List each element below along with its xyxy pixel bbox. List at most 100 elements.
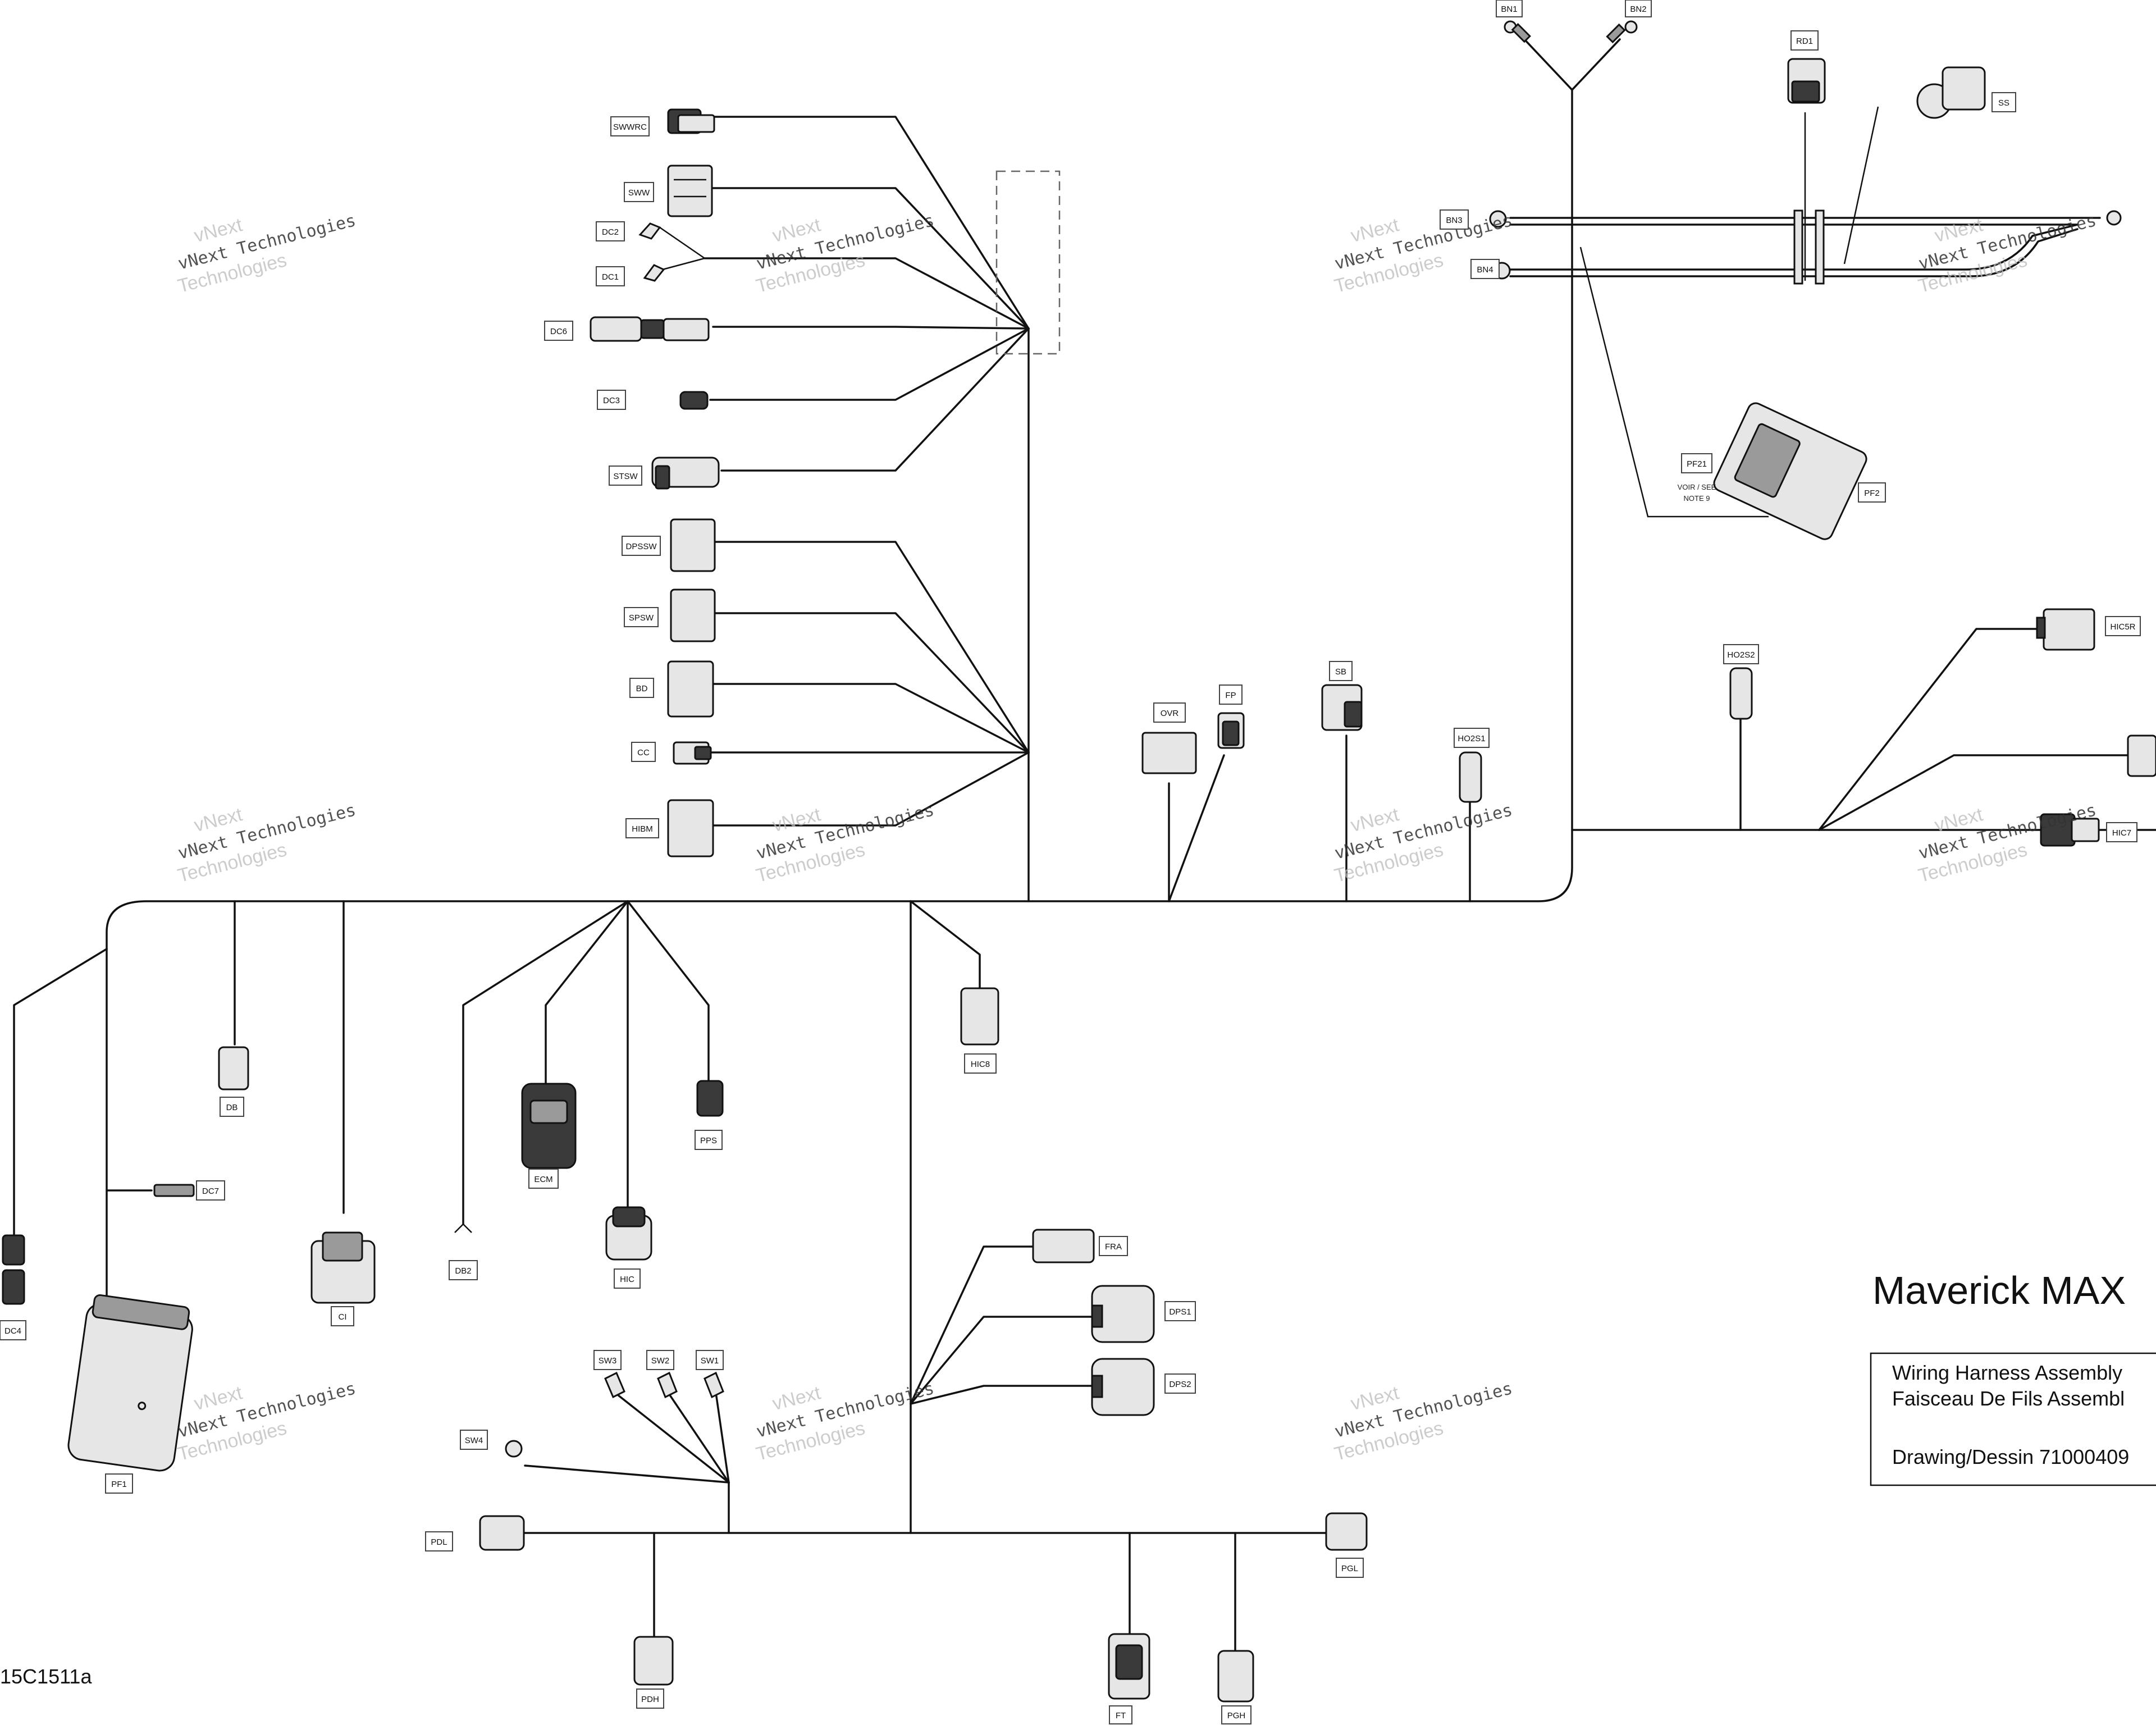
svg-text:HIC8: HIC8	[971, 1060, 990, 1069]
label-dc7: DC7	[196, 1180, 225, 1201]
label-db2: DB2	[449, 1260, 478, 1280]
fra-branch	[910, 1245, 1037, 1405]
title-block-line-2: Faisceau De Fils Assembl	[1892, 1387, 2125, 1410]
bn1-ring-terminal-icon	[1504, 20, 1531, 43]
bn3-far-ring-terminal-icon	[2106, 210, 2122, 226]
diagram-title: Maverick MAX	[1872, 1268, 2126, 1312]
right-edge-connector-icon	[2127, 734, 2156, 777]
svg-text:SW4: SW4	[465, 1436, 483, 1445]
watermark-5: vNext vNext Technologies Technologies	[176, 800, 358, 887]
ho2s2-sensor-icon	[1729, 667, 1753, 720]
svg-text:HO2S1: HO2S1	[1458, 734, 1485, 743]
dashed-guide-box	[995, 170, 1061, 355]
watermark-6: vNext vNext Technologies Technologies	[754, 800, 937, 887]
hic7-connector-icon	[2040, 813, 2100, 847]
cable-tie-1	[1793, 209, 1803, 285]
svg-text:PDL: PDL	[431, 1537, 447, 1547]
pgl-connector-icon	[1325, 1512, 1368, 1551]
label-pf2: PF2	[1858, 482, 1886, 503]
svg-text:PF21: PF21	[1687, 459, 1707, 469]
dc6-wire	[712, 326, 1030, 330]
svg-text:SW2: SW2	[651, 1356, 670, 1366]
svg-text:DC1: DC1	[602, 272, 619, 282]
ss-sensor-icon	[1916, 66, 1986, 119]
title-block-line-3: Drawing/Dessin 71000409	[1892, 1445, 2129, 1468]
bn-fork	[1523, 38, 1621, 91]
hibm-connector-icon	[667, 799, 714, 857]
label-ho2s1: HO2S1	[1454, 728, 1490, 748]
pgh-connector-icon	[1217, 1650, 1254, 1703]
svg-text:FRA: FRA	[1105, 1242, 1122, 1252]
svg-text:DC7: DC7	[202, 1186, 219, 1196]
hic5r-connector-icon	[2036, 608, 2095, 651]
label-dc4: DC4	[0, 1320, 26, 1340]
db-connector-icon	[218, 1046, 249, 1090]
label-ecm: ECM	[528, 1169, 559, 1189]
svg-text:SPSW: SPSW	[629, 613, 654, 623]
sw3-branch	[614, 1391, 730, 1484]
cable-tie-2	[1815, 209, 1825, 285]
sw1-terminal-icon	[704, 1371, 724, 1399]
label-sb: SB	[1329, 661, 1353, 681]
dpssw-wire	[712, 541, 1030, 754]
sw1-branch	[715, 1391, 730, 1484]
dc2-terminal-icon	[638, 222, 661, 240]
svg-text:SWWRC: SWWRC	[613, 122, 647, 132]
label-dc1: DC1	[596, 266, 625, 286]
sb-connector-icon	[1321, 684, 1363, 731]
dps2-connector-icon	[1091, 1358, 1155, 1416]
hic8-branch	[910, 900, 981, 989]
spsw-connector-icon	[670, 588, 716, 642]
svg-text:PF2: PF2	[1864, 489, 1880, 498]
watermark-4: vNext vNext Technologies Technologies	[1916, 211, 2099, 297]
svg-text:PGL: PGL	[1341, 1564, 1358, 1573]
sw3-terminal-icon	[604, 1371, 625, 1399]
pps-connector-icon	[696, 1080, 724, 1117]
label-ho2s2: HO2S2	[1723, 644, 1759, 664]
ci-connector-icon	[310, 1231, 376, 1304]
svg-text:SW1: SW1	[701, 1356, 719, 1366]
watermark-7: vNext vNext Technologies Technologies	[1332, 800, 1515, 887]
label-fp: FP	[1219, 684, 1243, 705]
dps2-branch	[910, 1385, 1093, 1405]
main-trunk	[106, 89, 1573, 950]
label-swwrc: SWWRC	[610, 116, 650, 136]
hic5r-branch	[1818, 628, 2045, 831]
bn4-cable	[1509, 223, 2079, 271]
fp-branch	[1168, 754, 1225, 902]
dc3-wire	[709, 327, 1030, 401]
label-sw2: SW2	[646, 1350, 674, 1370]
label-db: DB	[220, 1097, 244, 1117]
note-line-1: VOIR / SEE	[1678, 483, 1716, 491]
svg-text:DC4: DC4	[4, 1326, 21, 1336]
label-rd1: RD1	[1790, 30, 1819, 51]
fp-connector-icon	[1217, 712, 1245, 749]
svg-text:DB2: DB2	[455, 1266, 471, 1276]
label-hic: HIC	[614, 1268, 641, 1289]
figure-id: 15C1511a	[0, 1665, 92, 1688]
label-pgh: PGH	[1221, 1705, 1251, 1724]
label-ci: CI	[331, 1306, 354, 1326]
svg-text:HIBM: HIBM	[632, 824, 653, 834]
svg-text:DC6: DC6	[550, 327, 567, 336]
label-dps1: DPS1	[1164, 1301, 1196, 1321]
right-edge-branch	[1818, 754, 2129, 831]
dpssw-connector-icon	[670, 518, 716, 572]
title-block-line-1: Wiring Harness Assembly	[1892, 1361, 2122, 1384]
label-pps: PPS	[695, 1130, 723, 1150]
svg-text:FP: FP	[1225, 691, 1236, 700]
svg-text:DB: DB	[226, 1103, 238, 1112]
dc4-branch	[13, 948, 108, 1242]
bn2-ring-terminal-icon	[1606, 20, 1638, 44]
svg-text:BN4: BN4	[1477, 265, 1493, 275]
title-block-frame	[1870, 1352, 2156, 1486]
label-pdl: PDL	[425, 1531, 453, 1551]
svg-text:SW3: SW3	[599, 1356, 617, 1366]
ecm-connector-icon	[521, 1083, 577, 1169]
svg-text:BD: BD	[636, 684, 648, 693]
db2-fork	[454, 1223, 472, 1233]
svg-text:SB: SB	[1335, 667, 1346, 677]
svg-text:HIC5R: HIC5R	[2110, 622, 2135, 632]
